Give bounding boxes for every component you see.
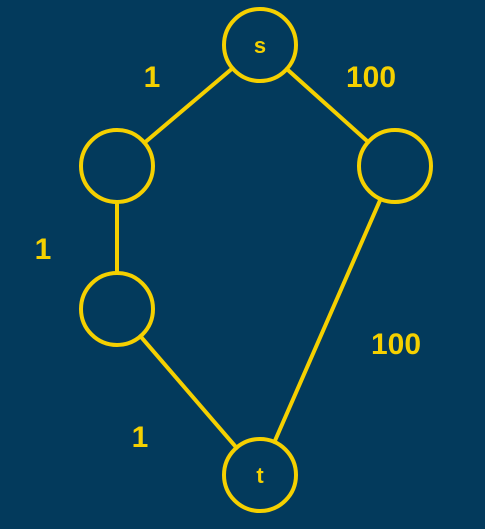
node-circle-left-upper xyxy=(79,128,155,204)
weights-group: 1 100 1 100 1 xyxy=(35,61,421,454)
node-t: t xyxy=(222,437,298,513)
edge-weight-left-upper-left-lower: 1 xyxy=(35,233,52,266)
edge-left-lower-t xyxy=(138,334,239,450)
edge-weight-s-right: 100 xyxy=(346,61,396,94)
node-s: s xyxy=(222,7,298,83)
node-circle-left-lower xyxy=(79,271,155,347)
node-left-lower xyxy=(79,271,155,347)
edges-group xyxy=(115,66,383,450)
edge-right-t xyxy=(272,196,383,445)
edge-weight-s-left-upper: 1 xyxy=(144,61,161,94)
edge-weight-left-lower-t: 1 xyxy=(132,421,149,454)
edge-s-right xyxy=(284,67,371,144)
node-label-s: s xyxy=(254,33,266,58)
node-circle-t xyxy=(222,437,298,513)
node-left-upper xyxy=(79,128,155,204)
node-circle-right xyxy=(357,128,433,204)
edge-s-left-upper xyxy=(142,66,235,145)
edge-weight-right-t: 100 xyxy=(371,328,421,361)
node-label-t: t xyxy=(256,463,264,488)
node-circle-s xyxy=(222,7,298,83)
node-right xyxy=(357,128,433,204)
nodes-group: st xyxy=(79,7,433,513)
